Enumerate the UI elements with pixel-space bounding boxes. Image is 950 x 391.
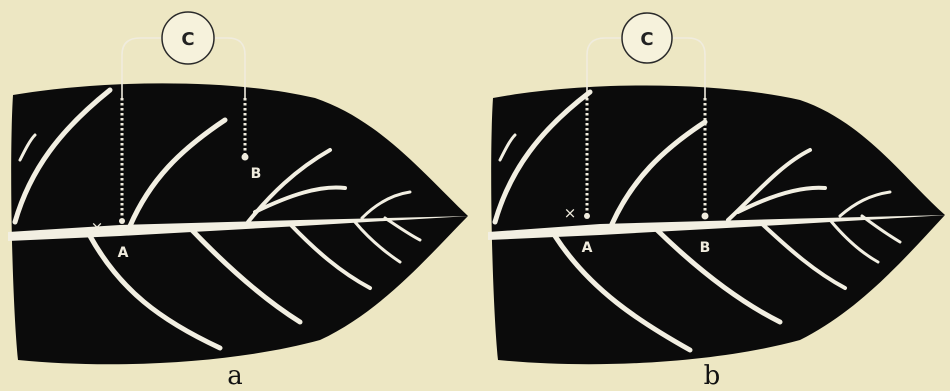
- contact-point-a-b: [584, 213, 590, 219]
- stimulus-mark-a: ×: [91, 218, 104, 236]
- panel-caption-a: a: [227, 361, 243, 387]
- stimulus-mark-b: ×: [564, 204, 577, 222]
- panel-caption-b: b: [704, 361, 721, 387]
- contact-a-label-b: A: [582, 240, 593, 256]
- contact-point-b-b: [702, 213, 709, 220]
- contact-point-b-a: [242, 154, 249, 161]
- galvanometer-label-a: C: [181, 29, 194, 50]
- contact-b-label-b: B: [700, 240, 711, 256]
- galvanometer-label-b: C: [640, 29, 653, 50]
- panel-a: C A B × a: [8, 12, 470, 387]
- contact-b-label-a: B: [251, 166, 262, 182]
- contact-point-a-a: [119, 218, 125, 224]
- panel-b: C A B × b: [488, 13, 948, 387]
- contact-a-label-a: A: [118, 245, 129, 261]
